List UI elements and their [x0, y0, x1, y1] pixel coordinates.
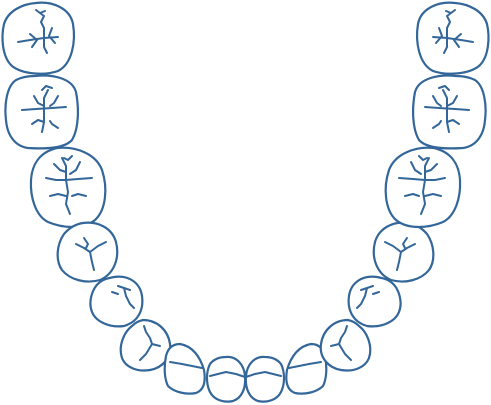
fissure-groove [41, 89, 49, 133]
fissure-groove [123, 287, 135, 309]
fissure-groove [39, 12, 48, 54]
first-premolar-left [347, 275, 402, 328]
first-premolar-right [89, 275, 144, 328]
fissure-groove [209, 371, 246, 378]
tooth-outline [412, 74, 487, 150]
fissure-groove [410, 161, 422, 175]
central-incisor-right [205, 355, 247, 403]
first-molar-left [384, 146, 462, 229]
canine-right [119, 318, 172, 372]
fissure-groove [63, 155, 73, 161]
fissure-groove [435, 27, 443, 44]
first-molar-right [29, 146, 107, 229]
tooth-outline [56, 221, 119, 283]
tooth-outline [372, 221, 435, 283]
fissure-groove [41, 85, 53, 91]
fissure-groove [48, 27, 56, 44]
second-molar-right [4, 74, 79, 150]
fissure-groove [33, 95, 45, 107]
fissure-groove [31, 119, 45, 125]
central-incisor-left [244, 355, 286, 403]
fissure-groove [424, 163, 438, 173]
fissure-groove [61, 157, 71, 215]
fissure-groove [443, 12, 452, 54]
fissure-groove [151, 343, 161, 347]
tooth-outline [319, 318, 372, 372]
fissure-groove [446, 119, 460, 125]
third-molar-right [1, 1, 75, 75]
fissure-groove [438, 85, 450, 91]
fissure-groove [35, 9, 46, 14]
fissure-groove [29, 33, 38, 48]
fissure-groove [453, 33, 462, 48]
fissure-groove [83, 237, 89, 249]
tooth-outline [119, 318, 172, 372]
second-molar-left [412, 74, 487, 150]
fissure-groove [69, 161, 81, 175]
fissure-groove [49, 95, 59, 107]
fissure-groove [71, 193, 87, 197]
fissure-groove [338, 325, 352, 361]
second-premolar-left [372, 221, 435, 283]
fissure-groove [139, 325, 153, 361]
tooth-outline [163, 342, 206, 395]
fissure-groove [442, 89, 450, 133]
fissure-groove [111, 291, 119, 295]
fissure-groove [49, 193, 67, 197]
fissure-groove [49, 120, 59, 129]
lateral-incisor-left [285, 342, 328, 395]
tooth-outline [205, 355, 247, 403]
fissure-groove [420, 157, 430, 215]
fissure-groove [432, 95, 442, 107]
fissure-groove [89, 251, 95, 271]
second-premolar-right [56, 221, 119, 283]
tooth-outline [244, 355, 286, 403]
canine-left [319, 318, 372, 372]
fissure-groove [245, 371, 282, 378]
fissure-groove [53, 163, 67, 173]
lateral-incisor-right [163, 342, 206, 395]
fissure-groove [330, 343, 340, 347]
fissure-groove [418, 155, 428, 161]
fissure-groove [396, 251, 402, 271]
fissure-groove [424, 193, 442, 197]
fissure-groove [446, 95, 458, 107]
fissure-groove [404, 193, 420, 197]
fissure-groove [445, 9, 456, 14]
fissure-groove [402, 237, 408, 249]
fissure-groove [169, 361, 203, 369]
tooth-outline [347, 275, 402, 328]
third-molar-left [416, 1, 490, 75]
tooth-outline [89, 275, 144, 328]
fissure-groove [288, 361, 322, 369]
tooth-outline [4, 74, 79, 150]
fissure-groove [372, 291, 380, 295]
fissure-groove [432, 120, 442, 129]
fissure-groove [356, 287, 368, 309]
